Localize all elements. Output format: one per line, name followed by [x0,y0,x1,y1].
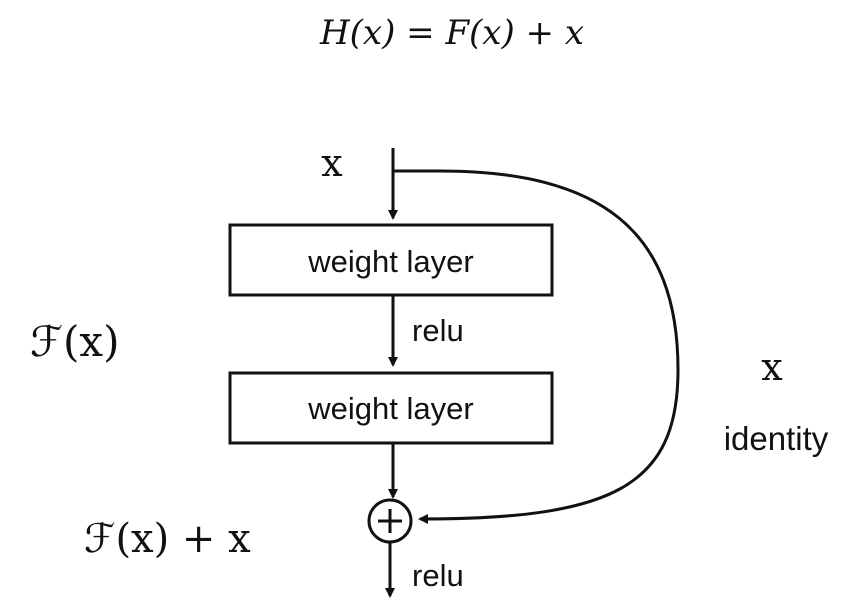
weight-layer-box-1 [228,223,554,297]
relu-label-2: relu [412,558,464,593]
identity-label: identity [724,420,829,457]
weight-layer-label-2: weight layer [307,391,473,426]
weight-layer-box-2 [228,371,554,445]
input-label: x [321,141,342,185]
weight-layer-label-1: weight layer [307,244,473,279]
formula-title: H(x) = F(x) + x [319,13,584,53]
sum-label: ℱ(x) + x [84,516,251,562]
identity-x-label: x [761,345,782,389]
identity-skip-connection [393,169,680,524]
circled-plus-icon [367,498,413,544]
residual-function-label: ℱ(x) [30,317,119,366]
relu-label-1: relu [412,313,464,348]
